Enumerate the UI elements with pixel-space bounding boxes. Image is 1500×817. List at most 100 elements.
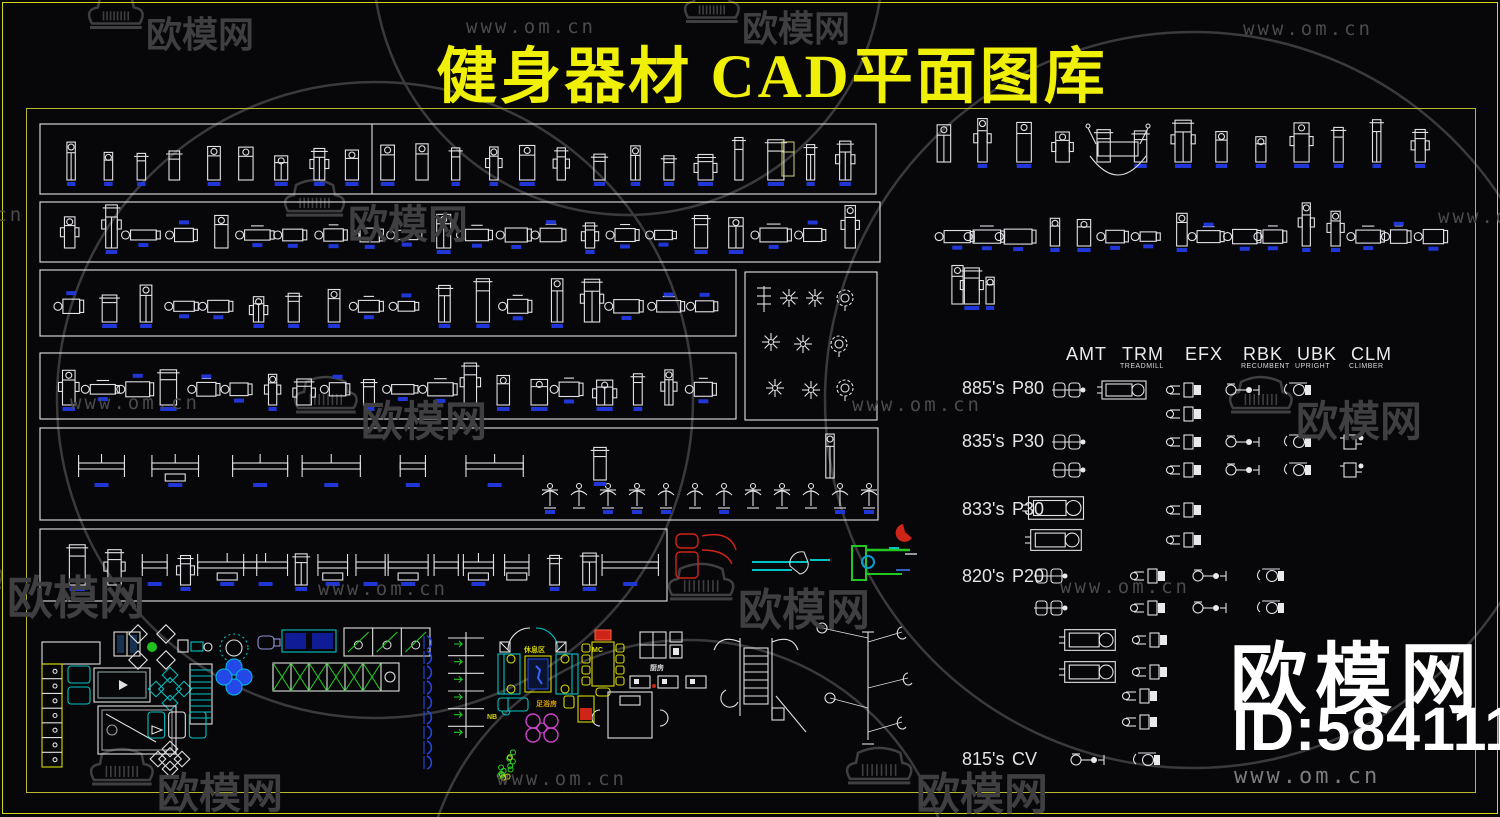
equipment-icon-trm xyxy=(1058,661,1116,683)
cad-equipment-row xyxy=(39,201,881,263)
cad-block-reddot xyxy=(889,524,917,555)
watermark-logo: 欧模网 xyxy=(157,770,284,817)
cad-block-xgrid xyxy=(272,662,400,692)
watermark-url: www.om.cn xyxy=(1438,206,1500,228)
cad-block-cab2 xyxy=(113,631,141,657)
cad-equipment-row xyxy=(39,427,879,521)
equipment-icon-amt xyxy=(1034,600,1068,616)
cad-block-desk xyxy=(591,691,669,739)
cad-block-rackstripes xyxy=(189,663,213,725)
table-column-sub: UPRIGHT xyxy=(1295,363,1330,370)
equipment-icon-ubk xyxy=(1132,752,1160,767)
cad-block-ycab xyxy=(563,695,595,723)
equipment-icon-efx xyxy=(1165,462,1201,478)
cad-equipment-row xyxy=(744,271,878,421)
equipment-icon-efx xyxy=(1129,600,1165,616)
watermark-url: www.om.cn xyxy=(1243,18,1373,40)
watermark-logo: 欧模网 xyxy=(742,8,851,49)
table-column-amt: AMT xyxy=(1066,344,1107,364)
table-column-efx: EFX xyxy=(1185,344,1224,364)
cad-block-wallpole xyxy=(816,622,913,745)
brand-watermark: 欧模网 xyxy=(1230,637,1485,723)
cad-block-chairs4 xyxy=(128,624,176,670)
equipment-icon-rbk xyxy=(1192,601,1227,614)
equipment-icon-rbk xyxy=(1225,463,1260,476)
equipment-icon-efx xyxy=(1121,688,1157,704)
equipment-icon-amt xyxy=(1052,462,1086,478)
cad-block-redseat xyxy=(675,533,737,579)
cad-equipment-row xyxy=(934,202,1449,252)
cad-block-shelf3 xyxy=(343,627,431,657)
table-row-model: CV xyxy=(1012,749,1038,769)
equipment-icon-ubk xyxy=(1256,568,1284,583)
watermark-logo: 欧模网 xyxy=(361,398,488,445)
cad-block-table4 xyxy=(147,666,193,712)
cad-block-pool xyxy=(97,705,177,755)
equipment-icon-efx xyxy=(1165,502,1201,518)
equipment-icon-ubk xyxy=(1283,382,1311,397)
equipment-icon-clm xyxy=(1340,434,1364,450)
equipment-icon-efx xyxy=(1131,664,1167,680)
cad-block-mflower xyxy=(525,713,559,743)
equipment-icon-ubk xyxy=(1256,600,1284,615)
equipment-icon-trm xyxy=(1097,380,1147,400)
equipment-icon-efx xyxy=(1165,382,1201,398)
equipment-icon-efx xyxy=(1165,532,1201,548)
equipment-icon-trm xyxy=(1022,496,1085,520)
watermark-url: www.om.cn xyxy=(70,392,200,414)
watermark-url: www.om.cn xyxy=(497,768,627,790)
equipment-icon-rbk xyxy=(1192,569,1227,582)
equipment-icon-ubk xyxy=(1283,462,1311,477)
cad-block-purple xyxy=(257,635,281,650)
cad-block-ttable xyxy=(93,667,151,703)
table-row-series: 820's xyxy=(962,566,1005,586)
table-column-sub: TREADMILL xyxy=(1120,363,1164,370)
table-row-series: 885's xyxy=(962,378,1005,398)
cad-block-lockercol xyxy=(41,663,63,768)
equipment-icon-efx xyxy=(1165,434,1201,450)
table-row-series: 815's xyxy=(962,749,1005,769)
equipment-icon-clm xyxy=(1340,462,1364,478)
watermark-logo: 欧模网 xyxy=(1296,398,1423,445)
watermark-logo: 欧模网 xyxy=(738,586,870,635)
equipment-icon-trm xyxy=(1058,629,1116,651)
furniture-label: 休息区 xyxy=(524,647,545,654)
furniture-label: NB xyxy=(487,714,498,721)
watermark-url: om.cn xyxy=(0,204,25,226)
equipment-icon-amt xyxy=(1052,382,1086,398)
cad-block-sofaset xyxy=(497,653,579,695)
table-row-model: P30 xyxy=(1012,499,1045,519)
cad-block-greenmach xyxy=(851,545,910,581)
watermark-logo: 欧模网 xyxy=(7,572,145,624)
cad-block-stair xyxy=(713,638,807,733)
cad-block-smallwhite xyxy=(789,551,830,575)
cad-equipment-row xyxy=(936,118,1430,168)
page-title: 健身器材 CAD平面图库 xyxy=(436,44,1108,111)
equipment-icon-amt xyxy=(1034,568,1068,584)
cad-block-sq3row xyxy=(147,711,207,739)
cad-block-pair xyxy=(177,639,213,653)
cad-equipment-row xyxy=(39,269,737,337)
cad-equipment-row xyxy=(39,352,737,420)
brand-url: www.om.cn xyxy=(1234,764,1381,789)
cad-block-car xyxy=(497,697,529,716)
equipment-icon-efx xyxy=(1131,632,1167,648)
table-row-series: 835's xyxy=(962,431,1005,451)
watermark-url: www.om.cn xyxy=(1060,576,1190,598)
cad-block-consoles xyxy=(629,675,707,689)
furniture-label: 足浴房 xyxy=(536,701,557,708)
cad-block-navy2 xyxy=(281,629,337,653)
cad-block-plant xyxy=(496,749,517,781)
cad-block-doors xyxy=(499,627,567,653)
equipment-icon-rbk xyxy=(1225,435,1260,448)
equipment-icon-rbk xyxy=(1070,753,1105,766)
equipment-icon-trm xyxy=(1024,529,1082,551)
cad-block-coatrack xyxy=(448,632,484,738)
table-row-model: P30 xyxy=(1012,431,1045,451)
cad-block-cabinets xyxy=(639,631,683,659)
equipment-icon-ubk xyxy=(1283,434,1311,449)
cad-equipment-row xyxy=(39,123,877,195)
watermark-url: www.om.cn xyxy=(852,394,982,416)
